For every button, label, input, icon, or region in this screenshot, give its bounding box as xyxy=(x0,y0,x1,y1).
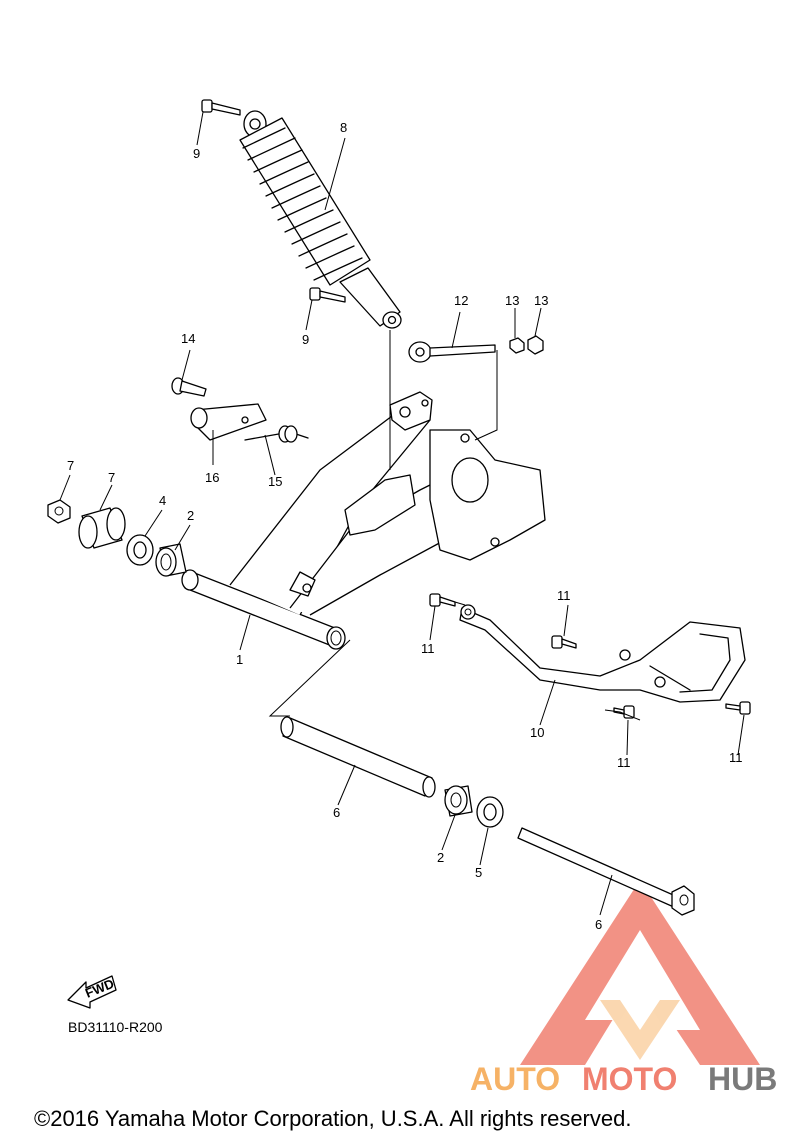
leader-lines xyxy=(59,111,745,916)
bolt-9-upper xyxy=(201,99,241,116)
callout-11-c: 11 xyxy=(617,755,631,770)
callout-8: 8 xyxy=(340,120,347,135)
bolt-11-b xyxy=(551,635,577,649)
pin-14 xyxy=(171,377,207,397)
bolt-11-d xyxy=(725,701,751,715)
callout-2-upper: 2 xyxy=(187,508,194,523)
watermark-hub: HUB xyxy=(708,1061,777,1097)
watermark-moto: MOTO xyxy=(582,1061,677,1097)
bolt-9-lower xyxy=(309,287,346,303)
callout-11-d: 11 xyxy=(729,750,743,765)
footrest-bar-10 xyxy=(459,604,746,703)
callout-14: 14 xyxy=(181,331,195,346)
callout-6: 6 xyxy=(595,917,602,932)
shock-absorber xyxy=(239,110,402,329)
callout-3-lower: 5 xyxy=(475,865,482,880)
callout-10: 10 xyxy=(530,725,544,740)
adjuster-rod-12 xyxy=(408,341,496,363)
watermark-logo xyxy=(520,880,760,1065)
callout-9-lower: 9 xyxy=(302,332,309,347)
callout-11-a: 11 xyxy=(421,641,435,656)
callout-12: 12 xyxy=(454,293,468,308)
callout-15: 15 xyxy=(268,474,282,489)
nut-13a xyxy=(509,337,525,354)
bracket-16 xyxy=(190,403,267,441)
callout-5: 7 xyxy=(108,470,115,485)
washer-3-upper xyxy=(126,534,154,566)
bushing-2-upper xyxy=(155,543,187,577)
callout-16: 16 xyxy=(205,470,219,485)
pivot-shaft xyxy=(280,716,436,798)
bolt-11-a xyxy=(429,593,456,607)
nut-13b xyxy=(527,335,544,355)
watermark-auto: AUTO xyxy=(470,1061,560,1097)
callout-labels: 8 9 9 12 13 13 14 16 15 7 7 4 2 1 6 2 5 … xyxy=(67,120,743,932)
assembly-lines xyxy=(268,330,641,721)
fwd-arrow-icon: FWD xyxy=(67,975,117,1009)
callout-11-b: 11 xyxy=(557,588,571,603)
washer-3-lower xyxy=(476,796,504,828)
collar-5 xyxy=(78,507,126,549)
callout-3-upper: 4 xyxy=(159,493,166,508)
callout-9-upper: 9 xyxy=(193,146,200,161)
watermark-text: AUTO MOTO HUB xyxy=(470,1061,777,1097)
callout-13a: 13 xyxy=(505,293,519,308)
callout-2-lower: 2 xyxy=(437,850,444,865)
bushing-2-lower xyxy=(444,785,473,817)
spring-15 xyxy=(244,425,309,443)
copyright-text: ©2016 Yamaha Motor Corporation, U.S.A. A… xyxy=(34,1106,631,1131)
callout-4: 6 xyxy=(333,805,340,820)
callout-13b: 13 xyxy=(534,293,548,308)
callout-7: 7 xyxy=(67,458,74,473)
swingarm xyxy=(181,391,546,650)
diagram-code: BD31110-R200 xyxy=(68,1019,163,1035)
axle-bolt-6 xyxy=(517,827,695,916)
nut-7 xyxy=(47,499,71,524)
callout-1: 1 xyxy=(236,652,243,667)
